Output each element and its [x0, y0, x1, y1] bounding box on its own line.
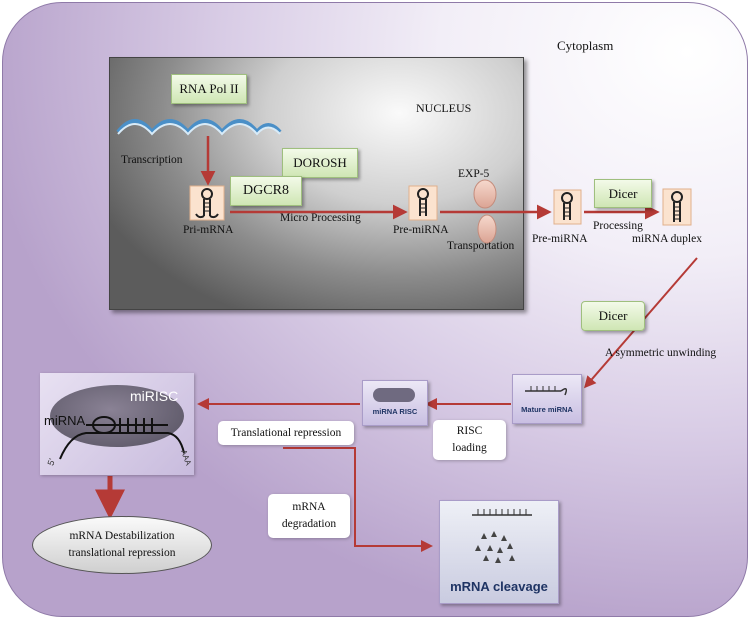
mirisc-mirna-label: miRNA [44, 413, 86, 428]
mirna-risc-panel: miRNA RISC [362, 380, 428, 426]
mrna-degradation-line2: degradation [281, 518, 337, 530]
hairpin-pri-mirna [189, 185, 225, 221]
risc-loading-line1: RISC [456, 425, 483, 437]
micro-processing-label: Micro Processing [280, 212, 361, 224]
mature-mirna-icon [525, 386, 568, 396]
mirisc-complex [50, 385, 184, 447]
transportation-label: Transportation [447, 240, 515, 252]
mrna-cleavage-panel: mRNA cleavage [439, 500, 559, 604]
hairpin-pre-mirna-nucleus [408, 185, 438, 221]
arrow-cleavage [283, 447, 433, 552]
exp5-label: EXP-5 [458, 168, 490, 180]
mature-mirna-caption: Mature miRNA [521, 405, 573, 414]
hairpin-pre-mirna-cyto [553, 189, 582, 225]
mrna-degradation-line1: mRNA [292, 501, 326, 513]
destabilization-line2: translational repression [68, 547, 176, 559]
pre-mirna-nucleus-label: Pre-miRNA [393, 224, 449, 236]
processing-label: Processing [593, 220, 643, 232]
mirna-risc-caption: miRNA RISC [372, 407, 418, 416]
mature-mirna-panel: Mature miRNA [512, 374, 582, 424]
mrna-degradation-box: mRNA degradation [268, 494, 350, 538]
risc-loading-box: RISC loading [433, 420, 506, 460]
exp5-transporter [473, 179, 497, 244]
mirisc-strands [59, 416, 185, 460]
mirisc-title: miRISC [130, 388, 179, 404]
hairpin-mirna-duplex [662, 188, 692, 226]
mrna-cleavage-caption: mRNA cleavage [450, 579, 548, 594]
pre-mirna-cyto-label: Pre-miRNA [532, 233, 588, 245]
risc-loading-line2: loading [452, 442, 487, 454]
translational-repression-text: Translational repression [230, 426, 342, 439]
dna-strand [116, 119, 282, 136]
nucleus-label: NUCLEUS [416, 101, 472, 115]
dgcr8-box: DGCR8 [230, 176, 302, 206]
mirisc-panel: miRISC miRNA 5' AAA [40, 373, 194, 475]
risc-icon [373, 388, 415, 402]
transcription-label: Transcription [121, 154, 183, 166]
asymmetric-unwinding-label: A symmetric unwinding [605, 347, 717, 359]
dicer-top-box: Dicer [594, 179, 652, 208]
drosha-box: DOROSH [282, 148, 358, 178]
rna-pol-ii-box: RNA Pol II [171, 74, 247, 104]
dicer-side-box: Dicer [581, 301, 645, 331]
cleavage-icon [472, 509, 532, 563]
translational-repression-box: Translational repression [218, 421, 354, 445]
pri-mirna-label: Pri-mRNA [183, 224, 234, 236]
cytoplasm-label: Cytoplasm [557, 38, 614, 53]
destabilization-line1: mRNA Destabilization [69, 530, 175, 542]
mirna-duplex-label: miRNA duplex [632, 233, 702, 245]
destabilization-ellipse: mRNA Destabilization translational repre… [32, 516, 212, 574]
